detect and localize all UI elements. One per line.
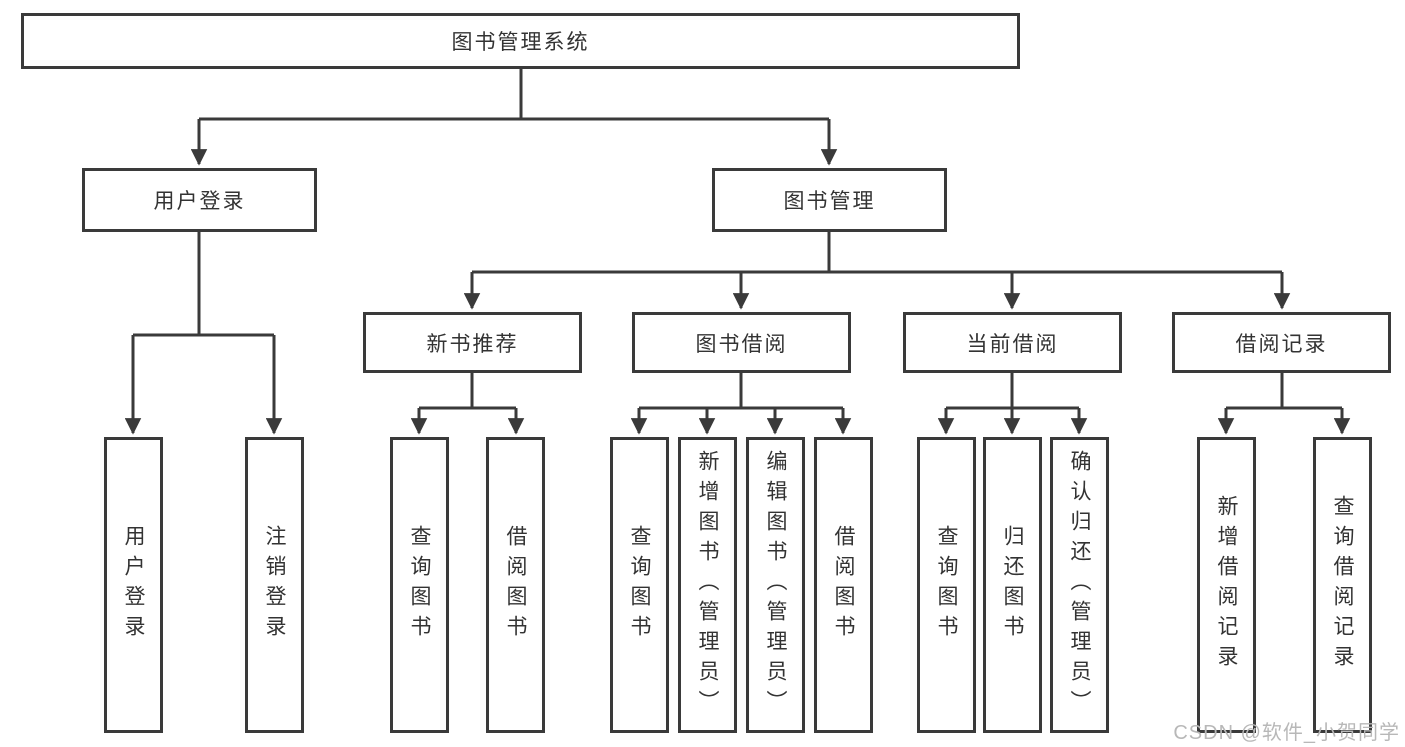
node-user-login: 用户登录 (82, 168, 317, 232)
node-leaf-add-borrow-record: 新增借阅记录 (1197, 437, 1256, 733)
connector-current-trunk (946, 371, 1079, 410)
leaf-label: 查询图书 (408, 525, 431, 645)
node-leaf-borrow-book-recommend: 借阅图书 (486, 437, 545, 733)
node-leaf-borrow-book: 借阅图书 (814, 437, 873, 733)
leaf-label: 查询图书 (628, 525, 651, 645)
node-borrow-record: 借阅记录 (1172, 312, 1391, 373)
connector-record-trunk (1226, 371, 1342, 410)
node-leaf-query-book-recommend: 查询图书 (390, 437, 449, 733)
node-leaf-edit-book-admin: 编辑图书（管理员） (746, 437, 805, 733)
node-book-management: 图书管理 (712, 168, 947, 232)
leaf-label: 查询借阅记录 (1331, 495, 1354, 675)
node-leaf-return-book: 归还图书 (983, 437, 1042, 733)
node-leaf-confirm-return-admin: 确认归还（管理员） (1050, 437, 1109, 733)
leaf-label: 新增图书（管理员） (696, 450, 719, 720)
leaf-label: 新增借阅记录 (1215, 495, 1238, 675)
node-current-borrow: 当前借阅 (903, 312, 1122, 373)
watermark: CSDN @软件_小贺同学 (1173, 722, 1400, 744)
connector-borrow-trunk (639, 371, 843, 410)
node-leaf-logout: 注销登录 (245, 437, 304, 733)
connector-user-trunk (133, 230, 274, 337)
leaf-label: 借阅图书 (504, 525, 527, 645)
node-leaf-add-book-admin: 新增图书（管理员） (678, 437, 737, 733)
node-leaf-query-book-current: 查询图书 (917, 437, 976, 733)
leaf-label: 借阅图书 (832, 525, 855, 645)
leaf-label: 查询图书 (935, 525, 958, 645)
leaf-label: 归还图书 (1001, 525, 1024, 645)
node-new-book-recommend: 新书推荐 (363, 312, 582, 373)
node-book-borrow: 图书借阅 (632, 312, 851, 373)
leaf-label: 注销登录 (263, 525, 286, 645)
leaf-label: 用户登录 (122, 525, 145, 645)
leaf-label: 编辑图书（管理员） (764, 450, 787, 720)
connector-management-trunk (472, 230, 1282, 274)
leaf-label: 确认归还（管理员） (1068, 450, 1091, 720)
connector-root-trunk (199, 66, 829, 121)
node-leaf-query-book-borrow: 查询图书 (610, 437, 669, 733)
connector-recommend-trunk (419, 371, 516, 410)
node-leaf-user-login: 用户登录 (104, 437, 163, 733)
node-root-library-system: 图书管理系统 (21, 13, 1020, 69)
node-leaf-query-borrow-record: 查询借阅记录 (1313, 437, 1372, 733)
